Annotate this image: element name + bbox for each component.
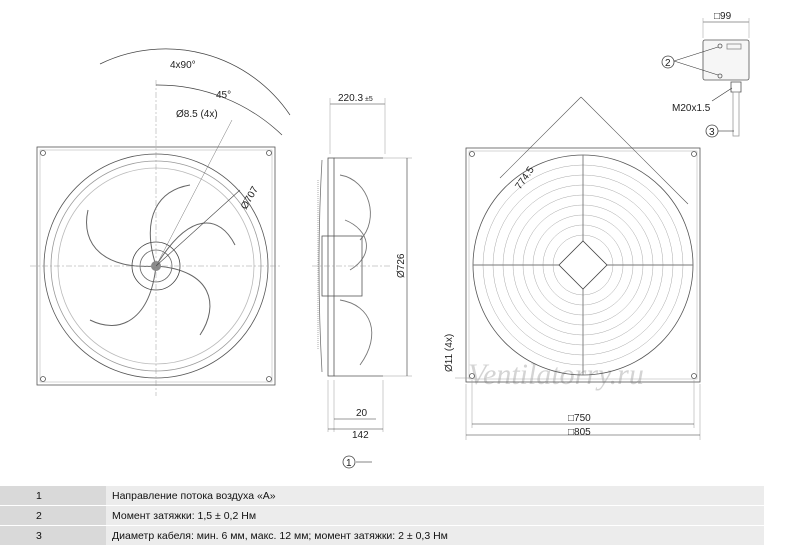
cable-gland xyxy=(730,81,742,93)
legend-text: Момент затяжки: 1,5 ± 0,2 Нм xyxy=(106,505,764,526)
dim-depth: 220.3±5 xyxy=(338,93,373,104)
legend-row: 2 Момент затяжки: 1,5 ± 0,2 Нм xyxy=(0,505,764,526)
legend-row: 1 Направление потока воздуха «A» xyxy=(0,486,764,506)
technical-drawing: Ventilatorry.ru 4x90° 45° Ø8.5 (4x) Ø707 xyxy=(30,11,750,469)
front-view xyxy=(30,48,291,396)
legend-num: 2 xyxy=(0,505,106,526)
dim-corner-hole: Ø11 (4x) xyxy=(444,334,455,372)
callout-2: 2 xyxy=(665,58,671,69)
side-view xyxy=(312,98,412,469)
rear-view xyxy=(455,96,701,440)
watermark: Ventilatorry.ru xyxy=(468,358,644,391)
dim-angle-pitch: 4x90° xyxy=(170,60,196,71)
dim-flange-thickness: 20 xyxy=(356,408,368,419)
callout-1: 1 xyxy=(346,458,352,469)
front-blades xyxy=(86,184,236,336)
side-flange xyxy=(327,157,335,377)
rear-terminal-box xyxy=(558,240,608,290)
dim-ring-diameter: Ø726 xyxy=(396,253,407,278)
dim-bolt-hole: Ø8.5 (4x) xyxy=(176,109,218,120)
dim-outer-width: □805 xyxy=(568,427,591,438)
side-guard xyxy=(318,159,323,373)
callout-3: 3 xyxy=(709,127,715,138)
legend-row: 3 Диаметр кабеля: мин. 6 мм, макс. 12 мм… xyxy=(0,525,764,546)
dim-depth-value: 220.3 xyxy=(338,93,363,104)
terminal-box xyxy=(702,39,750,81)
legend-text: Направление потока воздуха «A» xyxy=(106,486,764,506)
terminal-box-detail xyxy=(661,18,750,138)
legend-num: 1 xyxy=(0,486,106,506)
dim-flange-depth: 142 xyxy=(352,430,369,441)
dim-box-width: □99 xyxy=(714,11,732,22)
legend-table: 1 Направление потока воздуха «A» 2 Момен… xyxy=(0,486,764,546)
dim-inner-width: □750 xyxy=(568,413,591,424)
dim-depth-tol: ±5 xyxy=(365,96,373,103)
dim-gland: M20x1.5 xyxy=(672,103,711,114)
dim-blade-circle: Ø707 xyxy=(239,184,261,211)
rear-plate xyxy=(465,147,701,383)
dim-angle-offset: 45° xyxy=(216,90,231,101)
